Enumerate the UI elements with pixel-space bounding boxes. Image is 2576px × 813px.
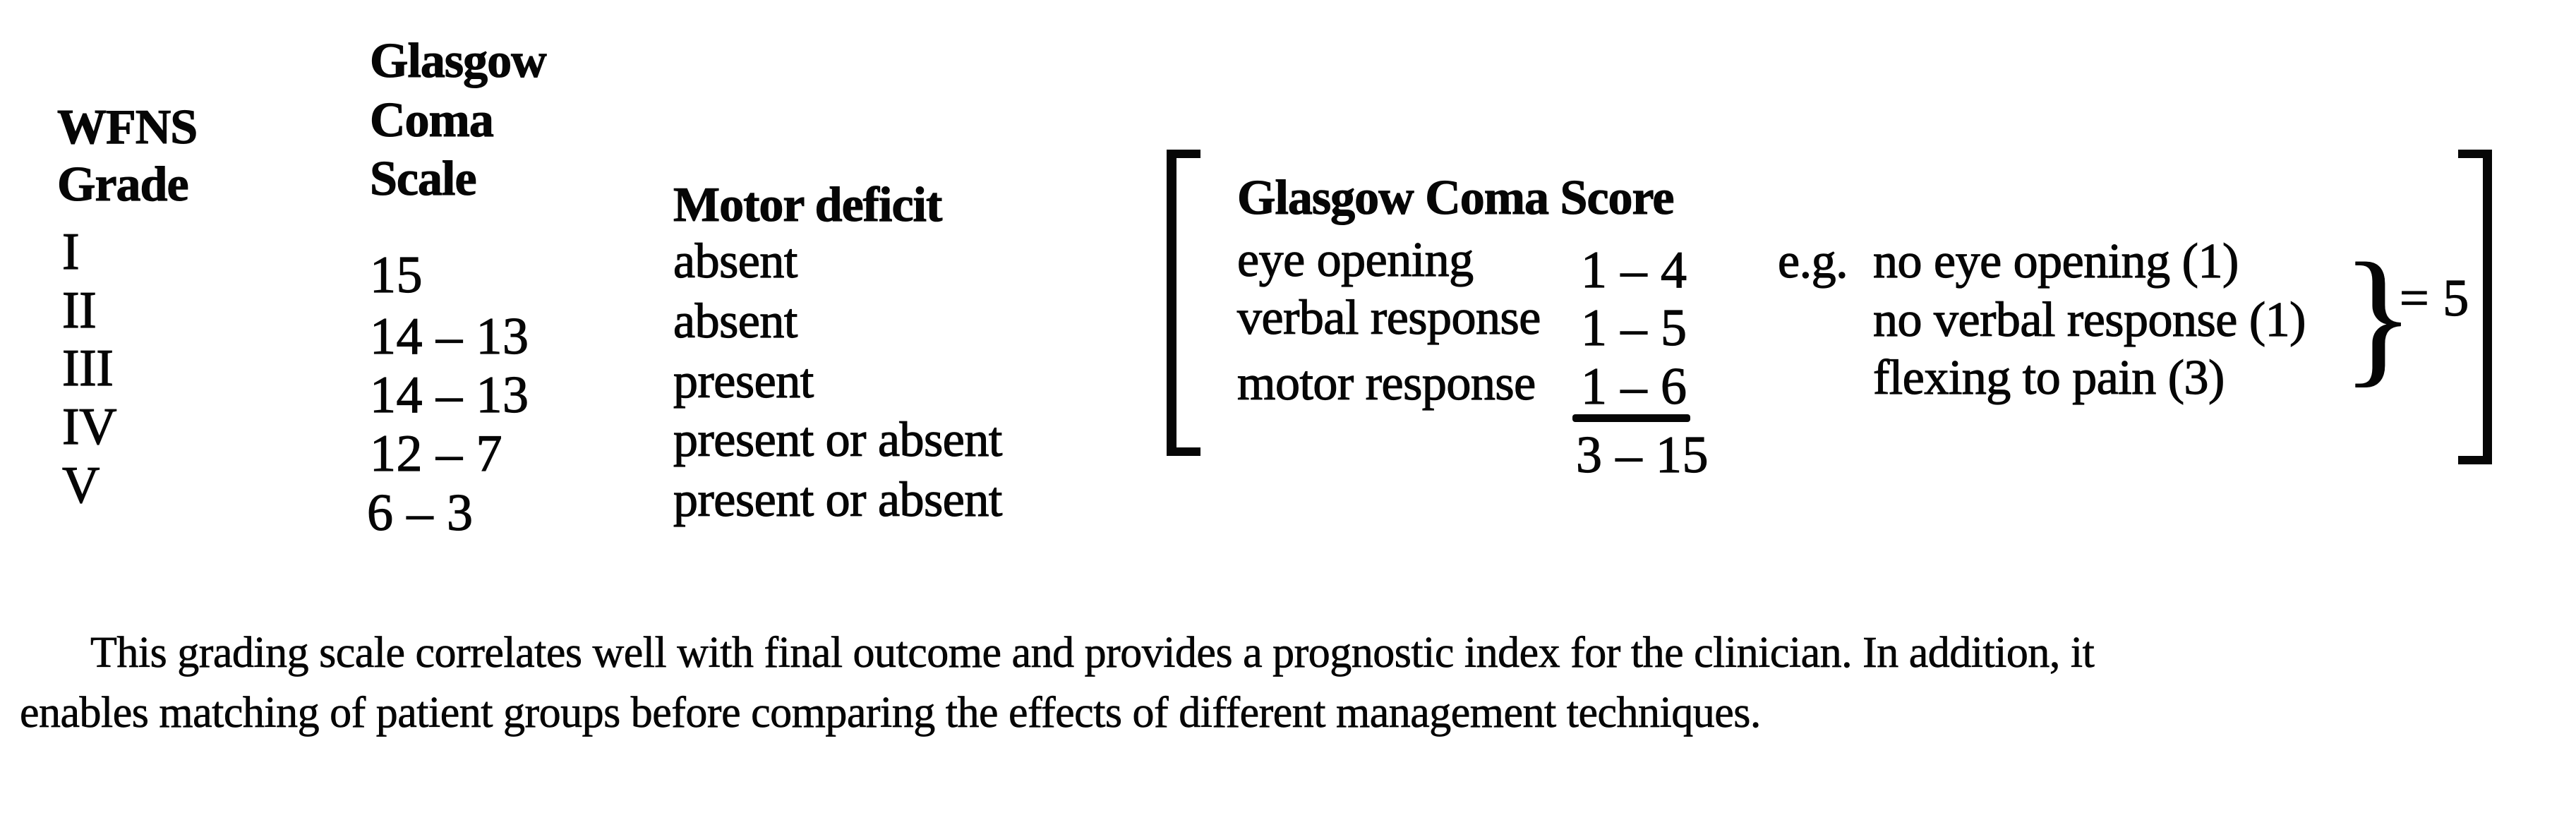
wfns-grade-cell: IV <box>61 398 117 456</box>
scale-header-line3: Scale <box>369 152 477 206</box>
gcs-scale-cell: 15 <box>369 246 423 304</box>
gcs-component-label: motor response <box>1236 356 1536 411</box>
gcs-component-label: eye opening <box>1236 233 1474 287</box>
gcs-scale-cell: 6 – 3 <box>366 484 474 542</box>
curly-brace: } <box>2342 231 2415 400</box>
motor-deficit-cell: absent <box>673 234 798 289</box>
gcs-scale-cell: 14 – 13 <box>369 308 529 366</box>
wfns-grade-cell: V <box>61 457 100 514</box>
motor-deficit-cell: present or absent <box>673 473 1002 527</box>
motor-deficit-header: Motor deficit <box>673 178 942 232</box>
motor-deficit-cell: absent <box>673 294 798 349</box>
wfns-grade-cell: III <box>61 339 114 397</box>
example-result: = 5 <box>2399 270 2469 327</box>
gcs-scale-cell: 14 – 13 <box>369 366 529 424</box>
gcs-component-label: verbal response <box>1236 291 1541 345</box>
gcs-component-range: 1 – 5 <box>1580 299 1687 357</box>
gcs-panel-title: Glasgow Coma Score <box>1236 171 1675 225</box>
motor-deficit-cell: present or absent <box>673 413 1002 467</box>
wfns-header-line2: Grade <box>56 157 189 212</box>
scale-header-line1: Glasgow <box>369 34 547 88</box>
sum-rule <box>1572 414 1690 422</box>
paragraph-line-2: enables matching of patient groups befor… <box>20 689 1762 737</box>
example-line: no eye opening (1) <box>1872 234 2239 289</box>
wfns-grade-cell: I <box>61 223 80 281</box>
example-line: flexing to pain (3) <box>1872 351 2225 405</box>
example-line: no verbal response (1) <box>1872 293 2306 347</box>
gcs-scale-cell: 12 – 7 <box>369 425 502 483</box>
gcs-total-range: 3 – 15 <box>1575 426 1709 484</box>
gcs-component-range: 1 – 6 <box>1580 358 1687 416</box>
paragraph-line-1: This grading scale correlates well with … <box>90 629 2095 677</box>
example-prefix: e.g. <box>1777 234 1848 289</box>
motor-deficit-cell: present <box>673 354 814 409</box>
wfns-grade-cell: II <box>61 282 97 339</box>
scale-header-line2: Coma <box>369 93 494 147</box>
gcs-component-range: 1 – 4 <box>1580 241 1687 299</box>
wfns-header-line1: WFNS <box>56 100 198 155</box>
right-square-bracket <box>2458 150 2492 464</box>
left-square-bracket <box>1167 150 1200 456</box>
